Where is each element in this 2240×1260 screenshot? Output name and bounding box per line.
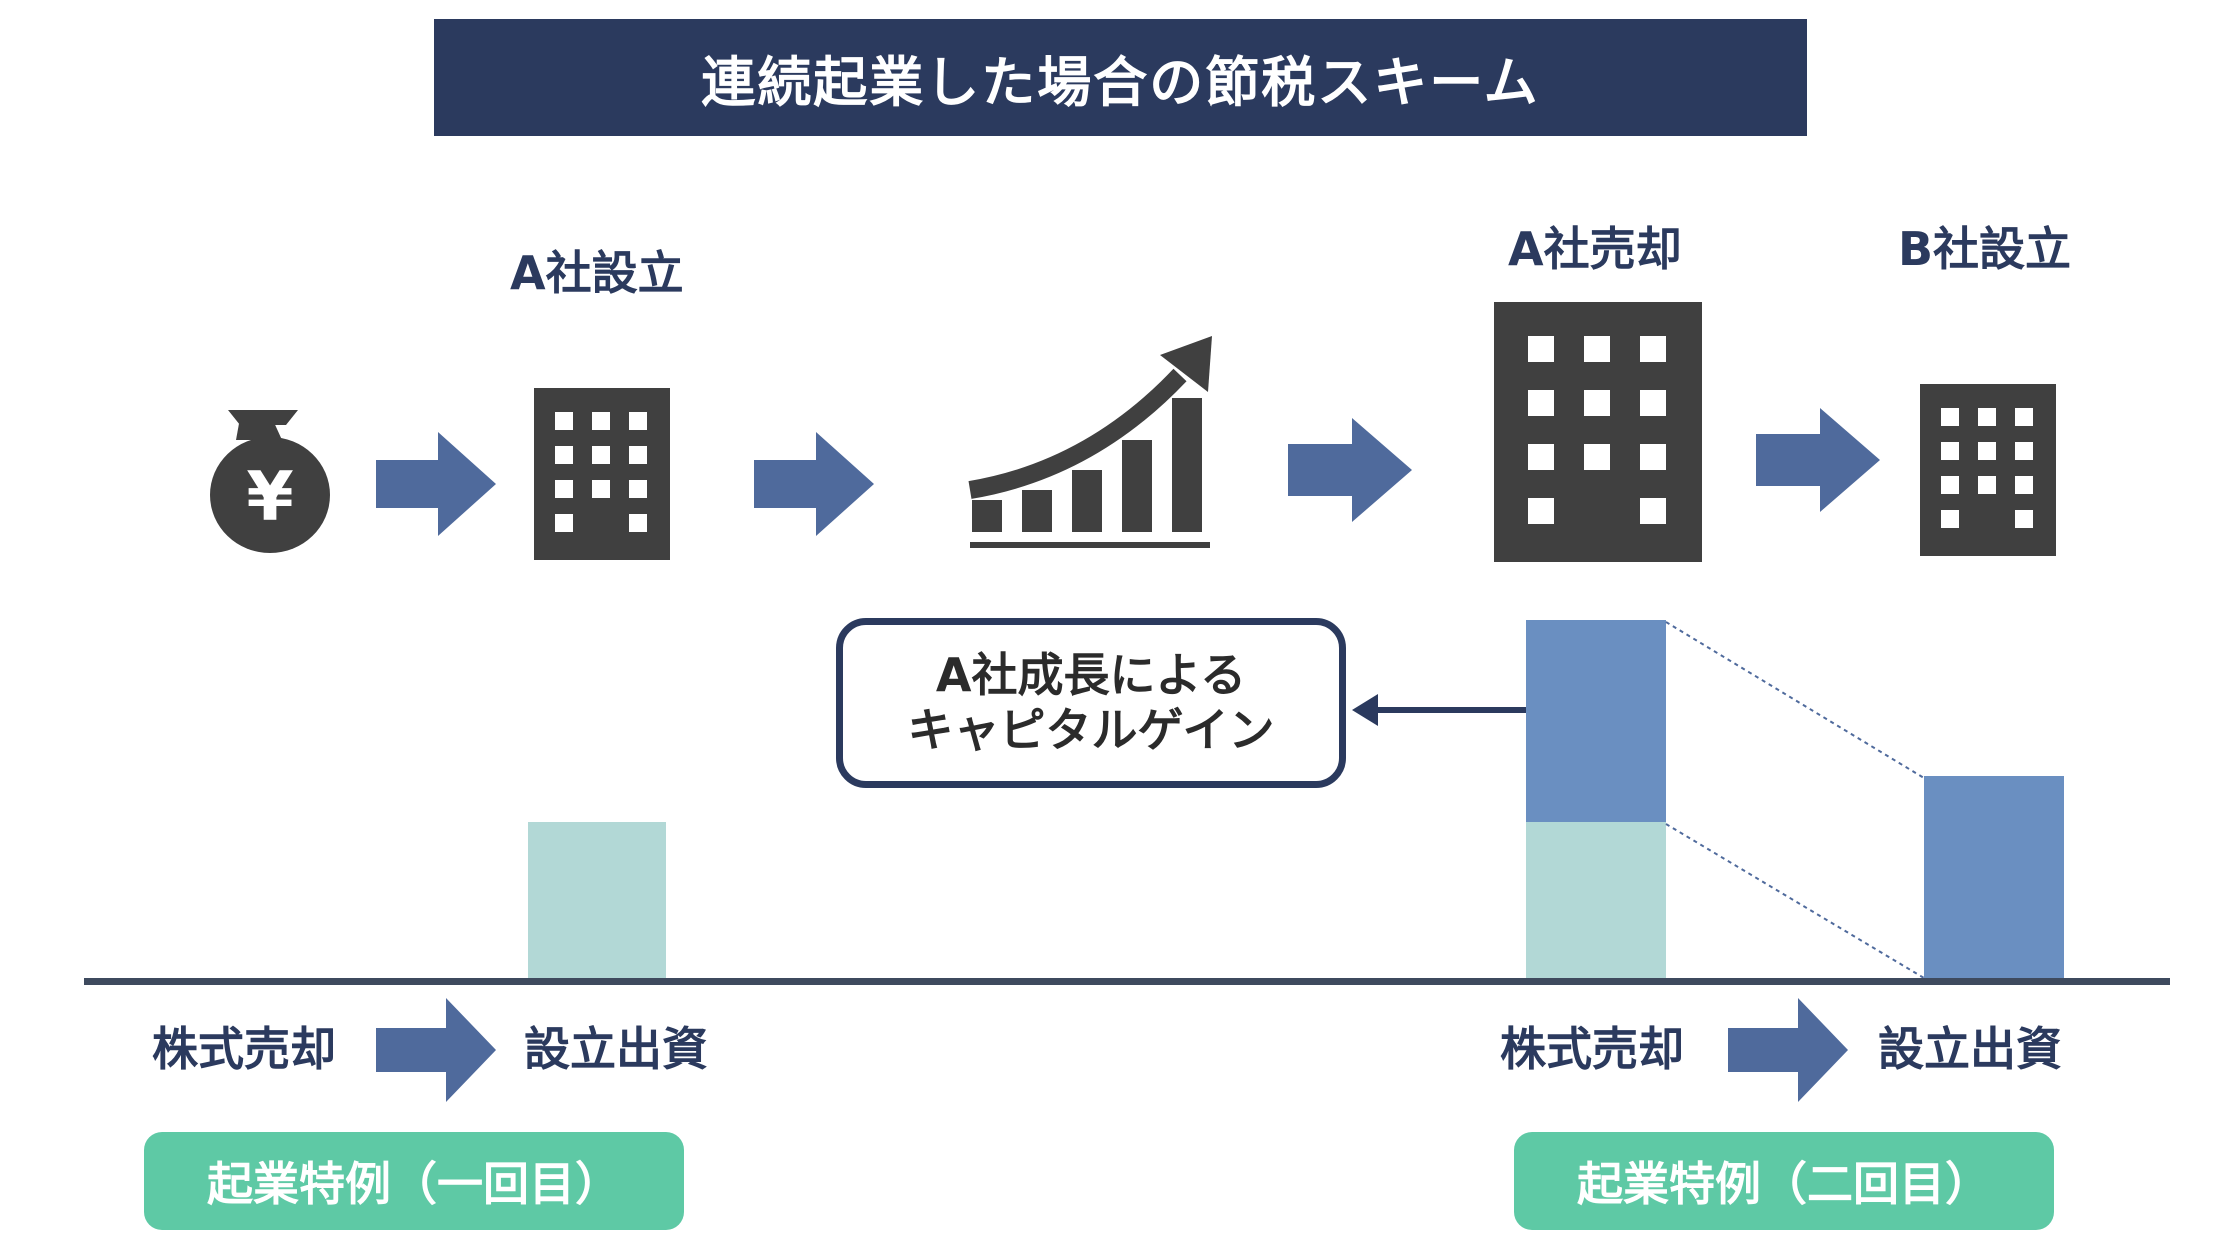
right-arrow-icon xyxy=(754,432,874,536)
flow-right-from: 株式売却 xyxy=(1500,1022,1684,1076)
a-sale-capital-gain-bar xyxy=(1526,620,1666,822)
a-founding-capital-bar xyxy=(528,822,666,978)
connector-line-top xyxy=(1665,621,1925,779)
timeline-baseline xyxy=(84,978,2170,985)
building-icon xyxy=(534,388,670,560)
callout-line-1: A社成長による xyxy=(935,647,1247,702)
building-icon xyxy=(1920,384,2056,556)
flow-right-to: 設立出資 xyxy=(1878,1022,2062,1076)
right-arrow-icon xyxy=(376,432,496,536)
building-icon xyxy=(1494,302,1702,562)
startup-exemption-first-badge: 起業特例（一回目） xyxy=(144,1132,684,1230)
svg-text:¥: ¥ xyxy=(246,458,293,537)
right-arrow-icon xyxy=(1728,998,1848,1102)
flow-left-from: 株式売却 xyxy=(152,1022,336,1076)
startup-exemption-second-badge: 起業特例（二回目） xyxy=(1514,1132,2054,1230)
connector-line-bottom xyxy=(1665,823,1925,979)
milestone-b-founded: B社設立 xyxy=(1898,222,2072,276)
a-sale-principal-bar xyxy=(1526,822,1666,978)
callout-pointer-arrow xyxy=(1352,694,1526,726)
milestone-a-sold: A社売却 xyxy=(1508,222,1682,276)
flow-left-to: 設立出資 xyxy=(524,1022,708,1076)
page-title: 連続起業した場合の節税スキーム xyxy=(434,19,1807,136)
money-bag-yen-icon: ¥ xyxy=(210,410,330,553)
right-arrow-icon xyxy=(376,998,496,1102)
capital-gain-callout: A社成長による キャピタルゲイン xyxy=(836,618,1346,788)
b-founding-capital-bar xyxy=(1924,776,2064,978)
growth-chart-icon xyxy=(968,336,1212,548)
right-arrow-icon xyxy=(1756,408,1880,512)
right-arrow-icon xyxy=(1288,418,1412,522)
milestone-a-founded: A社設立 xyxy=(510,246,684,300)
callout-line-2: キャピタルゲイン xyxy=(907,703,1275,757)
